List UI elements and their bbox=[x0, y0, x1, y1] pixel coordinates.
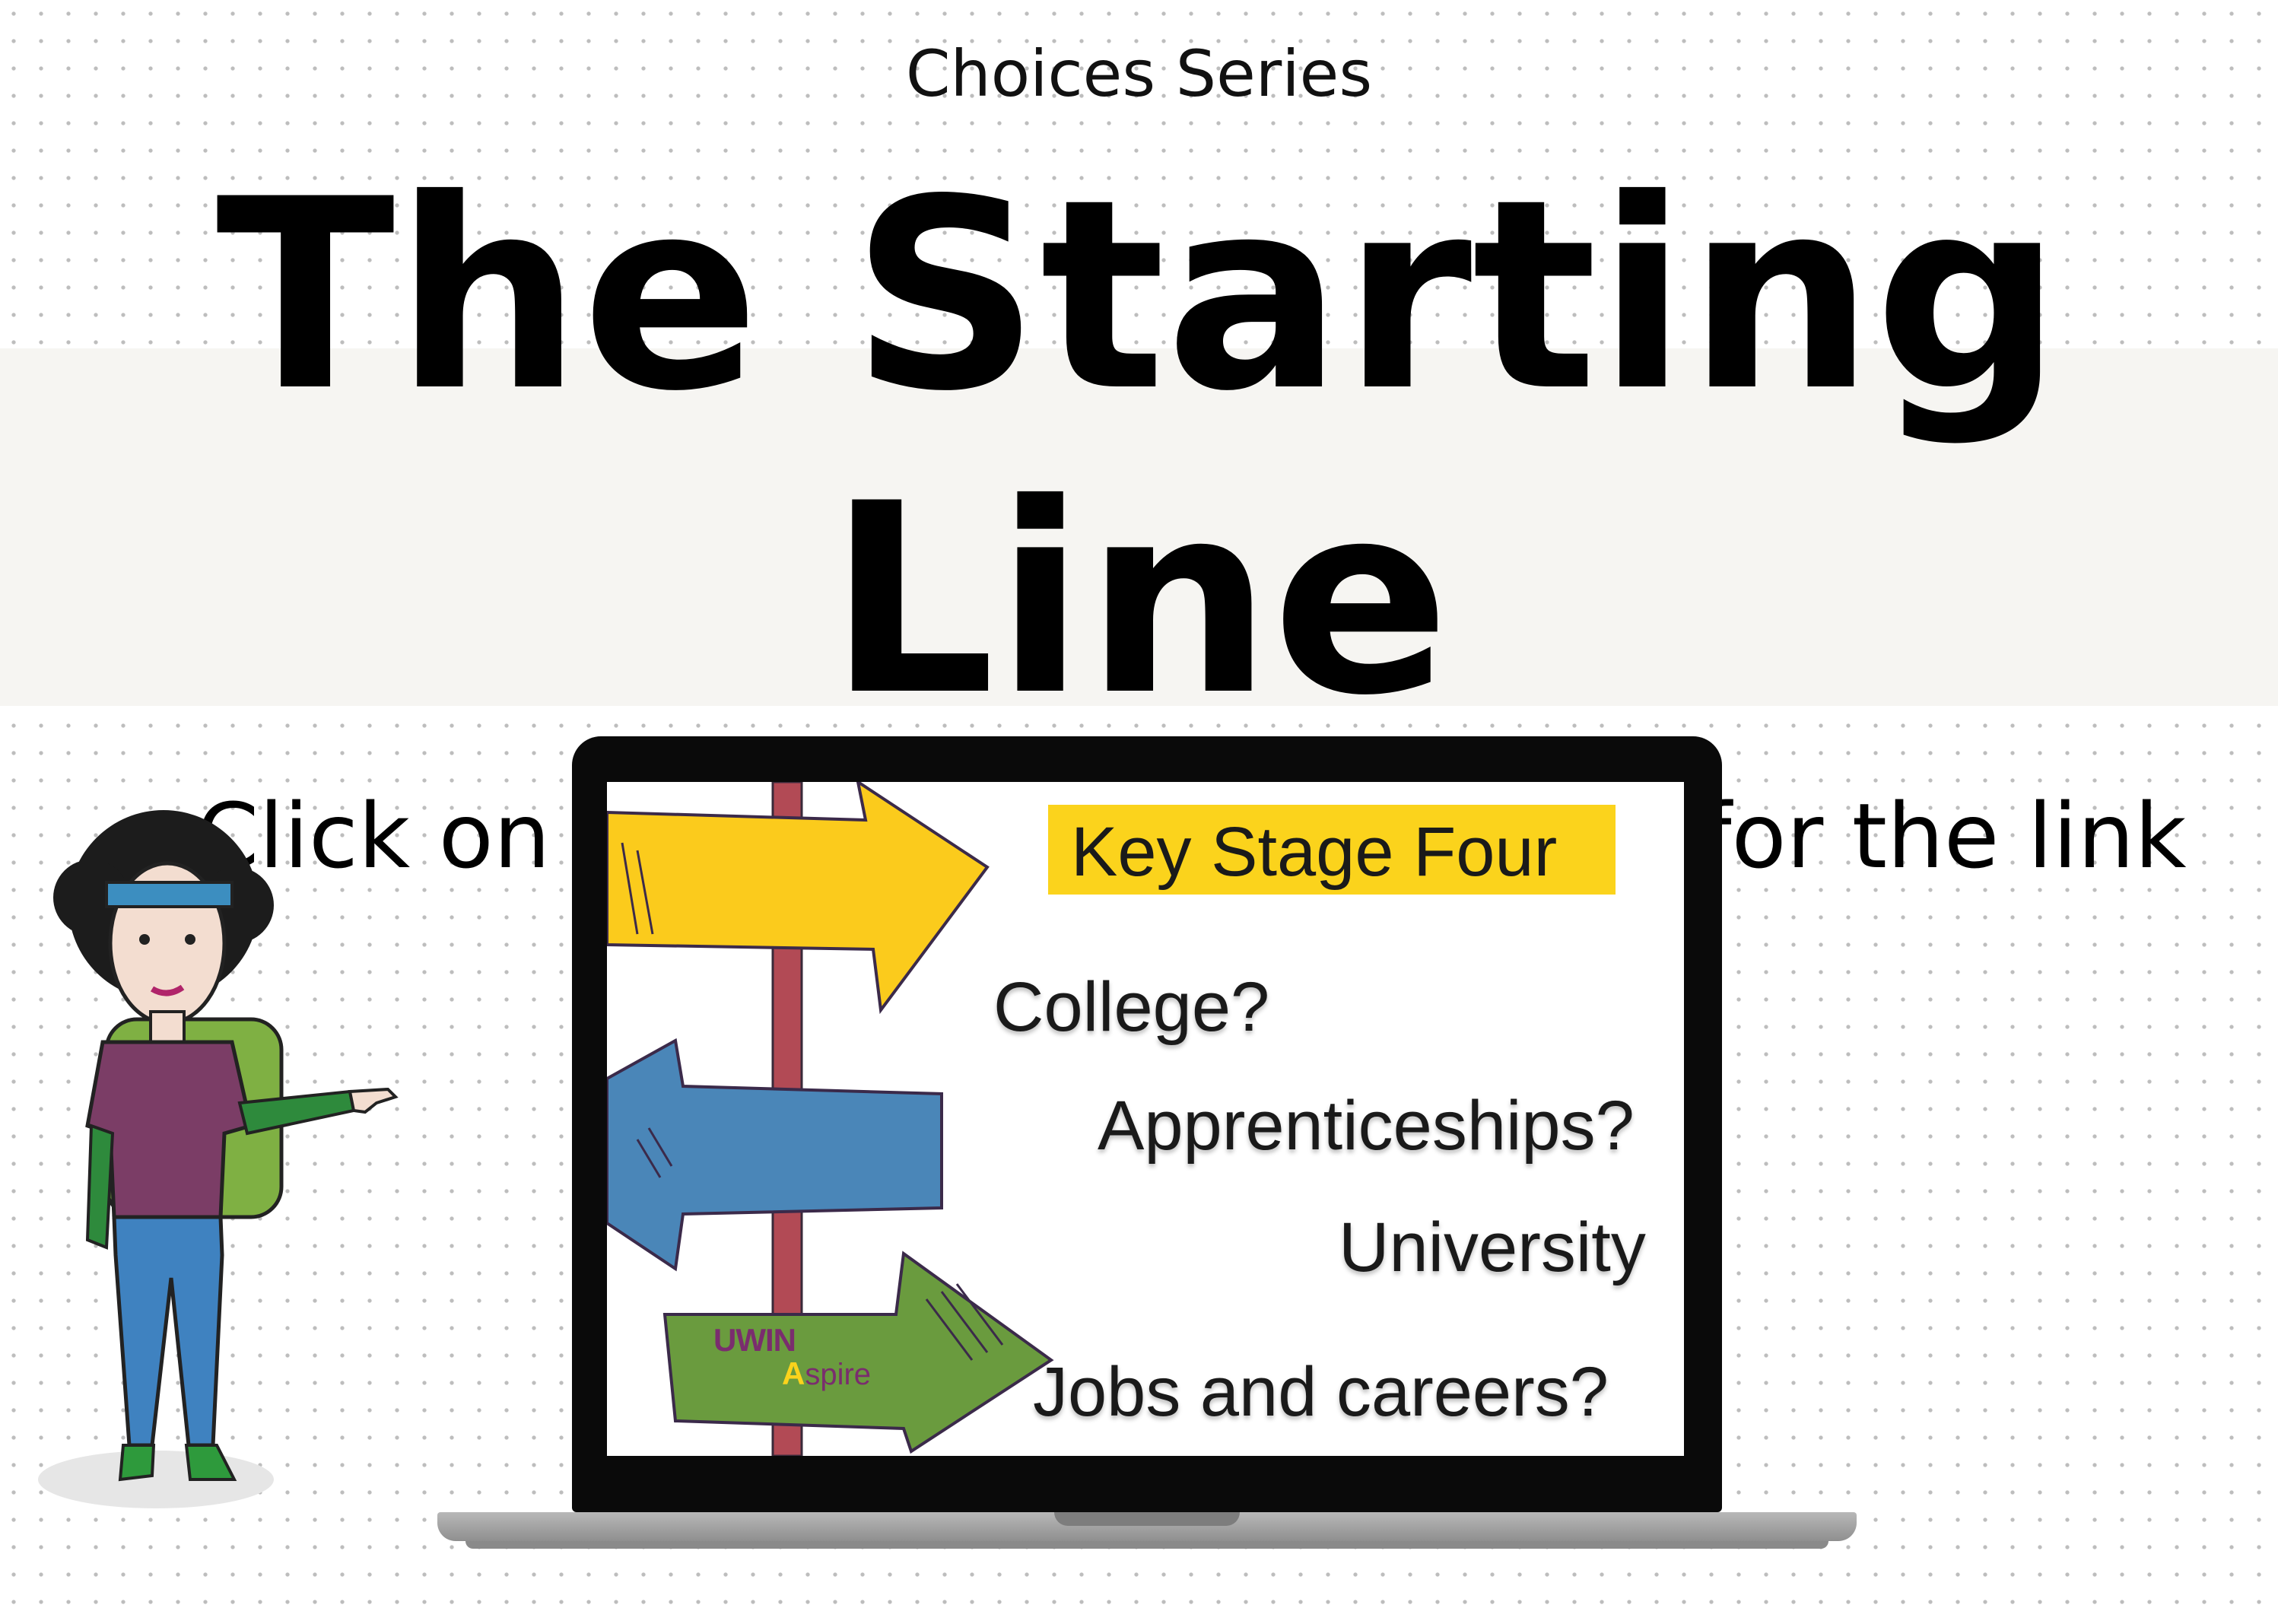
key-stage-label: Key Stage Four bbox=[1071, 813, 1558, 891]
yellow-arrow bbox=[607, 782, 990, 1015]
person-pointing-icon bbox=[38, 810, 399, 1508]
title-band bbox=[0, 348, 2278, 706]
option-apprenticeships: Apprenticeships? bbox=[1098, 1087, 1635, 1165]
video-thumbnail[interactable]: UWIN Aspire Key Stage Four College? Appr… bbox=[607, 782, 1684, 1456]
laptop-foot bbox=[465, 1541, 1828, 1549]
uwin-aspire-logo: UWIN Aspire bbox=[713, 1322, 871, 1392]
series-label: Choices Series bbox=[905, 37, 1373, 111]
option-jobs-careers: Jobs and careers? bbox=[1033, 1353, 1609, 1431]
signpost-illustration bbox=[607, 782, 1054, 1456]
logo-mark: A bbox=[782, 1355, 805, 1391]
title-line-2: Line bbox=[828, 448, 1450, 753]
instruction-right: for the link bbox=[1700, 783, 2187, 888]
green-arrow bbox=[662, 1251, 1054, 1454]
page-title: The Starting Line bbox=[0, 145, 2278, 753]
logo-top-text: UWIN bbox=[713, 1322, 796, 1358]
instruction-left: Click on bbox=[196, 783, 551, 888]
logo-bottom-text: spire bbox=[805, 1358, 872, 1391]
title-line-1: The Starting bbox=[215, 144, 2063, 449]
option-college: College? bbox=[993, 968, 1270, 1046]
option-university: University bbox=[1339, 1209, 1646, 1286]
blue-arrow bbox=[607, 1038, 943, 1272]
video-link-laptop[interactable]: UWIN Aspire Key Stage Four College? Appr… bbox=[572, 736, 1722, 1512]
laptop-notch bbox=[1054, 1512, 1240, 1526]
key-stage-badge bbox=[1048, 805, 1616, 895]
